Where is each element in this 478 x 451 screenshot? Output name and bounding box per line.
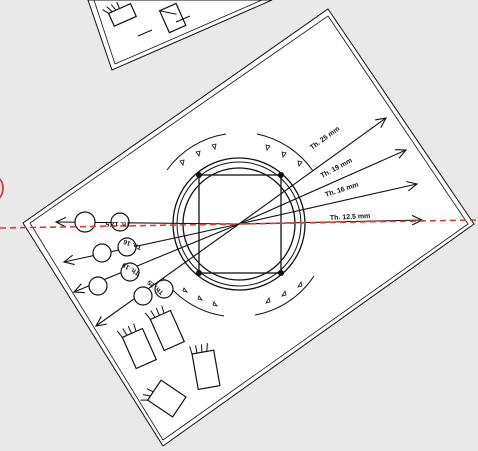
beam-ray-right <box>238 117 388 225</box>
camera-body-icon <box>189 343 221 391</box>
beam-ray-right <box>238 149 408 225</box>
camera-body-icon <box>102 1 138 27</box>
camera-group <box>116 305 221 418</box>
camera-body-icon <box>144 305 186 352</box>
camera-body-icon <box>140 379 187 418</box>
thickness-label: Th. 12.5 mm <box>330 213 371 222</box>
beam-rays <box>54 117 424 327</box>
thickness-label-left: Th. 12.5 <box>105 220 130 227</box>
triangle-marker-icon <box>179 143 303 307</box>
camera-body-icon <box>158 2 187 34</box>
beam-ray-left <box>94 223 240 327</box>
beam-ray-right <box>238 180 419 225</box>
top-sheet <box>87 0 273 71</box>
datum-line-fragment: ) <box>0 174 5 199</box>
camera-body-icon <box>116 323 158 370</box>
